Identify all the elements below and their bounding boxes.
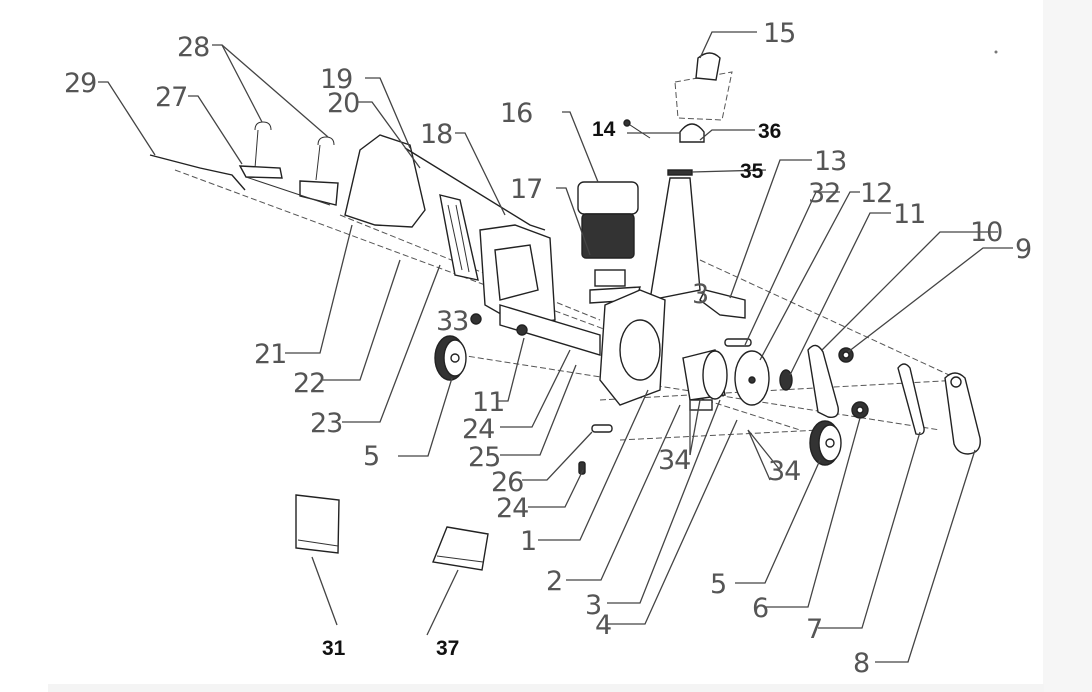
callout-19: 19 [320, 64, 352, 95]
part-chassis [499, 304, 601, 356]
part-belt-cover [944, 372, 981, 455]
page-edge-bottom [48, 684, 1044, 692]
part-v-belt [897, 363, 925, 436]
part-wheel-right [809, 420, 842, 466]
part-pulley-small [779, 369, 793, 391]
part-hopper [344, 134, 556, 326]
callout-3-upper: 3 [692, 279, 708, 310]
callout-26: 26 [491, 467, 523, 498]
callout-9: 9 [1015, 234, 1031, 265]
callout-22: 22 [293, 368, 325, 399]
callout-32: 32 [808, 178, 840, 209]
part-hopper-tray [238, 165, 339, 206]
callout-3-lower: 3 [585, 590, 601, 621]
callout-34-right: 34 [768, 456, 800, 487]
callout-14: 14 [592, 118, 616, 141]
callout-18: 18 [420, 119, 452, 150]
callout-20: 20 [327, 88, 359, 119]
part-rotor-drum [682, 349, 728, 411]
callout-7: 7 [806, 614, 822, 645]
part-belt-tensioner [807, 344, 839, 418]
callout-2: 2 [546, 566, 562, 597]
callout-1: 1 [520, 526, 536, 557]
callout-28: 28 [177, 32, 209, 63]
callout-29: 29 [64, 68, 96, 99]
callout-33: 33 [436, 306, 468, 337]
callout-11-lower: 11 [472, 387, 504, 418]
callout-23: 23 [310, 408, 342, 439]
callout-36: 36 [758, 120, 781, 143]
callout-13: 13 [814, 146, 846, 177]
callout-27: 27 [155, 82, 187, 113]
callout-34-left: 34 [658, 445, 690, 476]
callout-17: 17 [510, 174, 542, 205]
part-belt-guard-bracket [699, 289, 752, 347]
part-screen [295, 494, 340, 554]
callout-31: 31 [322, 637, 346, 660]
callout-5-left: 5 [363, 441, 379, 472]
callout-25: 25 [468, 442, 500, 473]
callout-16: 16 [500, 98, 532, 129]
callout-12: 12 [860, 178, 892, 209]
page-edge-right [1043, 0, 1092, 692]
part-small-screen [432, 526, 489, 571]
callout-8: 8 [853, 648, 869, 679]
part-axle-pieces [578, 424, 613, 475]
callout-11-upper: 11 [893, 199, 925, 230]
callout-37: 37 [436, 637, 459, 660]
callout-labels: 29 28 27 19 20 18 16 14 15 36 35 17 13 3… [64, 18, 1032, 679]
part-bearings [838, 347, 869, 419]
part-chute [623, 52, 733, 301]
callout-24-upper: 24 [462, 414, 494, 445]
stray-dot [994, 50, 998, 54]
leader-lines [98, 31, 1013, 663]
callout-15: 15 [763, 18, 795, 49]
part-housing [599, 289, 666, 406]
part-wheel-left [434, 313, 482, 381]
callout-24-lower: 24 [496, 493, 528, 524]
callout-10: 10 [970, 217, 1002, 248]
callout-6: 6 [752, 593, 768, 624]
part-cutter-disc [734, 350, 770, 406]
part-engine [577, 181, 641, 304]
assembly-axes [174, 169, 961, 441]
part-handle-bar [149, 154, 246, 191]
part-hooks [254, 121, 335, 181]
callout-5-right: 5 [710, 569, 726, 600]
callout-4: 4 [595, 610, 611, 641]
callout-35: 35 [740, 160, 764, 183]
callout-21: 21 [254, 339, 286, 370]
